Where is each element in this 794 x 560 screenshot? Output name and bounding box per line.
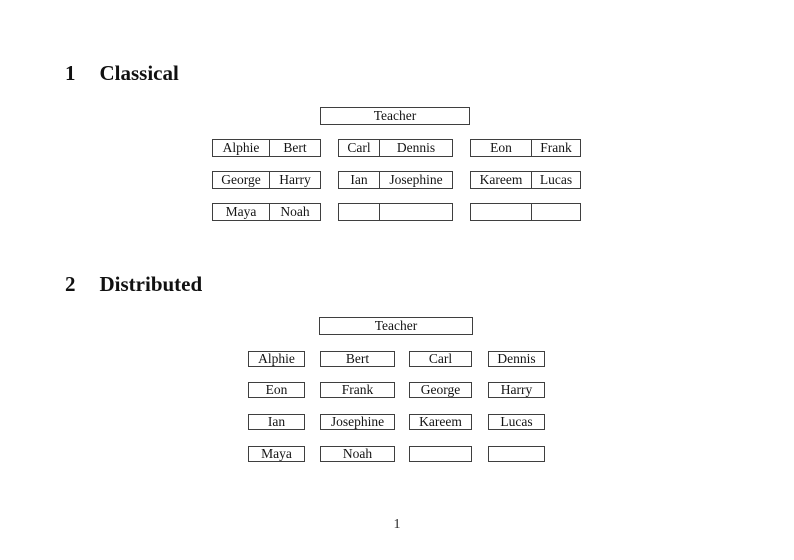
desk: Frank <box>320 382 395 398</box>
desk <box>488 446 545 462</box>
desk: Noah <box>320 446 395 462</box>
desk-cell: George <box>420 382 461 398</box>
desk: Alphie <box>248 351 305 367</box>
desk-cell-empty <box>410 447 471 461</box>
desk-cell: Kareem <box>419 414 462 430</box>
desk: Ian Josephine <box>338 171 453 189</box>
section-heading-distributed: 2 Distributed <box>65 272 203 296</box>
desk-cell: Noah <box>342 446 373 462</box>
desk-cell: Dennis <box>497 351 536 367</box>
desk-cell: Frank <box>531 140 580 156</box>
desk-cell: Lucas <box>500 414 533 430</box>
teacher-label: Teacher <box>374 318 418 334</box>
desk-cell: George <box>221 172 261 188</box>
desk-cell: Eon <box>265 382 288 398</box>
desk-cell: Josephine <box>379 172 452 188</box>
desk: Carl <box>409 351 472 367</box>
desk: Ian <box>248 414 305 430</box>
desk-cell: Ian <box>267 414 286 430</box>
desk <box>470 203 581 221</box>
desk-cell: Alphie <box>222 140 260 156</box>
desk-cell: Josephine <box>330 414 385 430</box>
desk-cell: Carl <box>428 351 453 367</box>
desk-cell-empty <box>489 447 544 461</box>
desk-cell: Maya <box>225 204 257 220</box>
desk: Carl Dennis <box>338 139 453 157</box>
desk-cell: Bert <box>269 140 320 156</box>
desk-cell: Lucas <box>531 172 580 188</box>
teacher-box: Teacher <box>319 317 473 335</box>
teacher-label: Teacher <box>373 108 417 124</box>
desk: Eon <box>248 382 305 398</box>
desk: Josephine <box>320 414 395 430</box>
desk: Harry <box>488 382 545 398</box>
desk-cell-empty <box>379 204 452 220</box>
desk: Maya <box>248 446 305 462</box>
desk-cell: Harry <box>500 382 533 398</box>
desk-cell-empty <box>471 204 531 220</box>
desk: George Harry <box>212 171 321 189</box>
desk-cell: Harry <box>269 172 320 188</box>
desk <box>409 446 472 462</box>
desk-cell: Kareem <box>479 172 523 188</box>
section-number: 1 <box>65 61 76 85</box>
desk-cell: Carl <box>347 140 371 156</box>
section-heading-classical: 1 Classical <box>65 61 179 85</box>
desk: George <box>409 382 472 398</box>
desk-cell: Maya <box>261 446 292 462</box>
desk <box>338 203 453 221</box>
desk-cell: Ian <box>350 172 368 188</box>
desk: Kareem Lucas <box>470 171 581 189</box>
teacher-box: Teacher <box>320 107 470 125</box>
desk: Kareem <box>409 414 472 430</box>
desk: Lucas <box>488 414 545 430</box>
section-number: 2 <box>65 272 76 296</box>
desk-cell: Frank <box>341 382 374 398</box>
desk: Bert <box>320 351 395 367</box>
section-title: Distributed <box>99 272 203 296</box>
desk-cell: Bert <box>345 351 370 367</box>
desk: Dennis <box>488 351 545 367</box>
desk-cell: Alphie <box>258 351 295 367</box>
desk-cell-empty <box>339 204 379 220</box>
desk: Maya Noah <box>212 203 321 221</box>
desk: Alphie Bert <box>212 139 321 157</box>
desk-cell-empty <box>531 204 580 220</box>
desk-cell: Noah <box>269 204 320 220</box>
page-number: 1 <box>393 517 401 532</box>
desk-cell: Eon <box>490 140 512 156</box>
section-title: Classical <box>99 61 179 85</box>
desk-cell: Dennis <box>379 140 452 156</box>
desk: Eon Frank <box>470 139 581 157</box>
